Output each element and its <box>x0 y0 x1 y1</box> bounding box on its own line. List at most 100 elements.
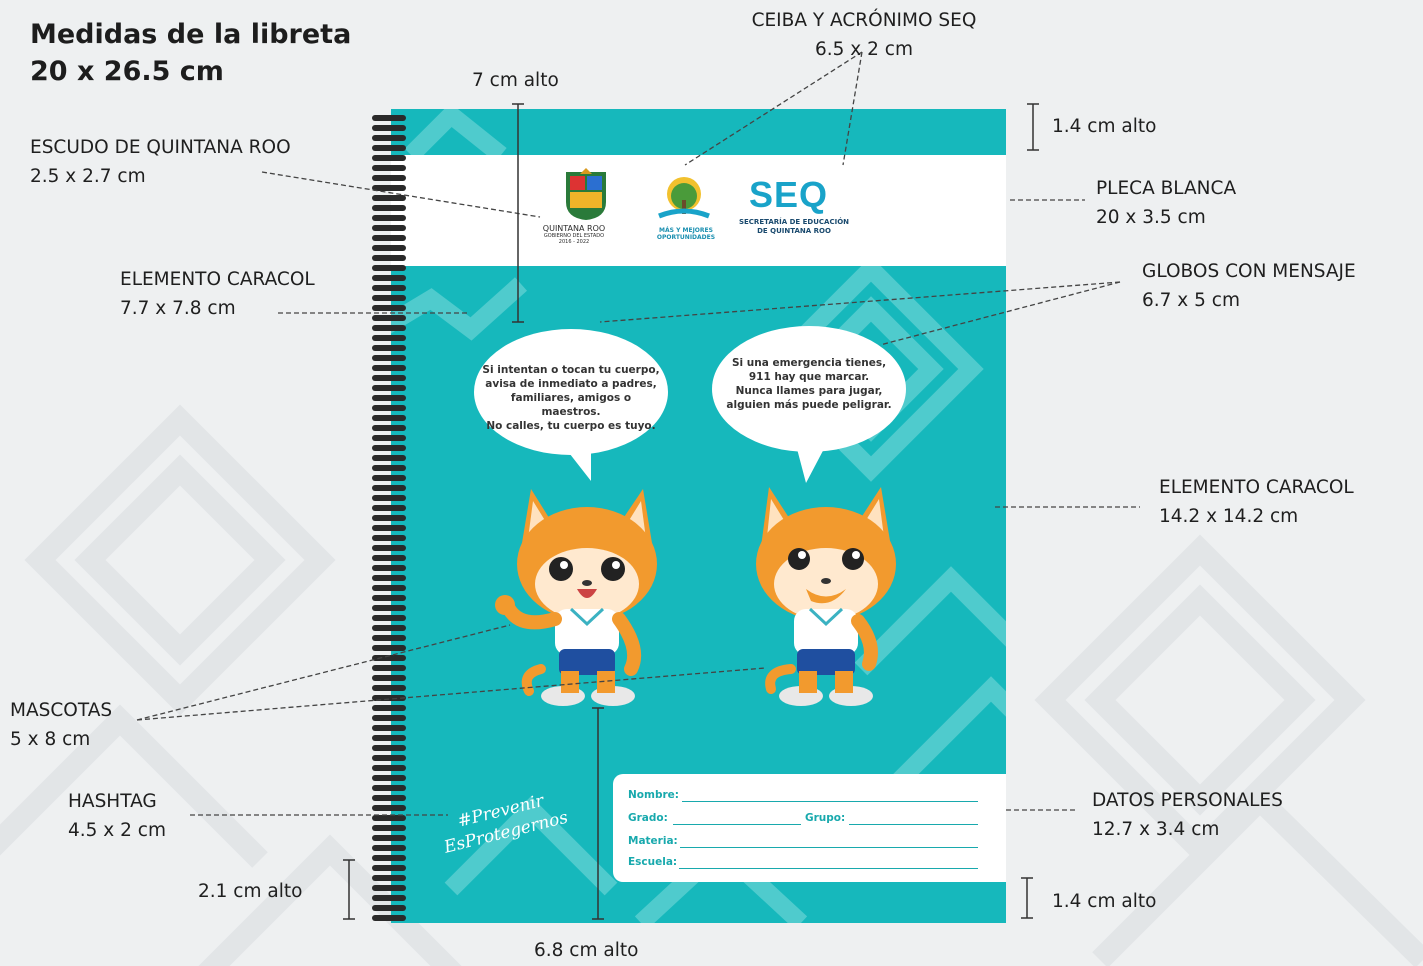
bubble-right-line: Si una emergencia tienes, <box>731 357 887 369</box>
spiral-ring <box>372 455 406 461</box>
spiral-ring <box>372 485 406 491</box>
spiral-ring <box>372 305 406 311</box>
spiral-ring <box>372 755 406 761</box>
logo-mas-line1: MÁS Y MEJORES <box>659 227 713 234</box>
spiral-ring <box>372 865 406 871</box>
spiral-ring <box>372 815 406 821</box>
spiral-ring <box>372 125 406 131</box>
spiral-ring <box>372 855 406 861</box>
spiral-ring <box>372 515 406 521</box>
spiral-ring <box>372 215 406 221</box>
form-line-escuela <box>679 868 978 869</box>
spiral-ring <box>372 795 406 801</box>
label-escudo-size: 2.5 x 2.7 cm <box>30 166 146 187</box>
seq-line1: SECRETARÍA DE EDUCACIÓN <box>738 218 850 226</box>
label-mascotas-title: MASCOTAS <box>10 700 113 721</box>
dim-7cm <box>512 103 524 323</box>
spiral-ring <box>372 635 406 641</box>
spiral-ring <box>372 695 406 701</box>
label-datos-title: DATOS PERSONALES <box>1092 790 1283 811</box>
bubble-left-text: Si intentan o tocan tu cuerpo, avisa de … <box>481 363 661 433</box>
bubble-right-line: Nunca llames para jugar, <box>735 385 883 397</box>
form-label-grupo: Grupo: <box>805 812 846 824</box>
seq-acronym: SEQ <box>749 174 829 215</box>
spiral-ring <box>372 615 406 621</box>
label-caracol-big-title: ELEMENTO CARACOL <box>1159 477 1354 498</box>
spiral-ring <box>372 145 406 151</box>
bubble-right-line: 911 hay que marcar. <box>748 371 870 383</box>
label-1-4-top: 1.4 cm alto <box>1052 116 1157 137</box>
mascot-left <box>495 489 657 706</box>
heading-title: Medidas de la libreta <box>30 19 352 50</box>
speech-bubbles <box>474 326 906 483</box>
spiral-ring <box>372 805 406 811</box>
spiral-ring <box>372 255 406 261</box>
spiral-ring <box>372 205 406 211</box>
form-label-nombre: Nombre: <box>628 789 679 801</box>
spiral-ring <box>372 415 406 421</box>
ceiba-tree-icon <box>658 177 710 219</box>
spiral-ring <box>372 285 406 291</box>
bubble-right-text: Si una emergencia tienes, 911 hay que ma… <box>719 356 899 412</box>
datos-personales-box <box>613 774 1006 882</box>
spiral-ring <box>372 735 406 741</box>
spiral-ring <box>372 545 406 551</box>
spiral-ring <box>372 265 406 271</box>
logo-mas-line2: OPORTUNIDADES <box>656 234 716 241</box>
spiral-ring <box>372 535 406 541</box>
page-heading: Medidas de la libreta 20 x 26.5 cm <box>30 16 351 90</box>
spiral-ring <box>372 685 406 691</box>
spiral-ring <box>372 915 406 921</box>
heading-size: 20 x 26.5 cm <box>30 56 224 87</box>
spiral-ring <box>372 225 406 231</box>
label-hashtag: HASHTAG 4.5 x 2 cm <box>68 787 166 845</box>
spiral-ring <box>372 585 406 591</box>
label-mascotas: MASCOTAS 5 x 8 cm <box>10 696 112 754</box>
form-label-escuela: Escuela: <box>628 856 678 868</box>
form-line-materia <box>680 847 978 848</box>
bubble-right-line: alguien más puede peligrar. <box>726 399 892 411</box>
label-caracol-small-title: ELEMENTO CARACOL <box>120 269 315 290</box>
spiral-ring <box>372 295 406 301</box>
spiral-ring <box>372 245 406 251</box>
logo-mas-text: MÁS Y MEJORES OPORTUNIDADES <box>652 227 720 241</box>
spiral-ring <box>372 365 406 371</box>
spiral-ring <box>372 275 406 281</box>
spiral-ring <box>372 765 406 771</box>
label-caracol-small-size: 7.7 x 7.8 cm <box>120 298 236 319</box>
seq-line2: DE QUINTANA ROO <box>757 227 831 235</box>
mascots <box>495 487 896 706</box>
label-ceiba-size: 6.5 x 2 cm <box>815 39 913 60</box>
spiral-ring <box>372 785 406 791</box>
label-caracol-big-size: 14.2 x 14.2 cm <box>1159 506 1299 527</box>
label-datos-size: 12.7 x 3.4 cm <box>1092 819 1220 840</box>
label-mascotas-size: 5 x 8 cm <box>10 729 91 750</box>
spiral-ring <box>372 315 406 321</box>
spiral-ring <box>372 355 406 361</box>
label-escudo: ESCUDO DE QUINTANA ROO 2.5 x 2.7 cm <box>30 133 291 191</box>
spiral-ring <box>372 375 406 381</box>
form-label-materia: Materia: <box>628 835 678 847</box>
spiral-ring <box>372 715 406 721</box>
spiral-ring <box>372 675 406 681</box>
spiral-ring <box>372 605 406 611</box>
seq-full-name: SECRETARÍA DE EDUCACIÓN DE QUINTANA ROO <box>729 218 859 236</box>
spiral-ring <box>372 835 406 841</box>
spiral-ring <box>372 425 406 431</box>
spiral-ring <box>372 565 406 571</box>
spiral-ring <box>372 155 406 161</box>
spiral-ring <box>372 665 406 671</box>
mascot-right <box>756 487 896 706</box>
logo-qroo-sub: GOBIERNO DEL ESTADO <box>543 233 605 239</box>
label-pleca: PLECA BLANCA 20 x 3.5 cm <box>1096 174 1236 232</box>
bubble-left-line: No calles, tu cuerpo es tuyo. <box>486 420 656 432</box>
label-ceiba: CEIBA Y ACRÓNIMO SEQ 6.5 x 2 cm <box>714 6 1014 64</box>
spiral-ring <box>372 525 406 531</box>
spiral-ring <box>372 335 406 341</box>
form-line-nombre <box>682 801 978 802</box>
label-hashtag-size: 4.5 x 2 cm <box>68 820 166 841</box>
leader-globos-2 <box>879 281 1121 346</box>
label-globos: GLOBOS CON MENSAJE 6.7 x 5 cm <box>1142 257 1356 315</box>
logo-qroo-years: 2016 - 2022 <box>558 239 590 245</box>
dim-6-8 <box>592 707 604 920</box>
